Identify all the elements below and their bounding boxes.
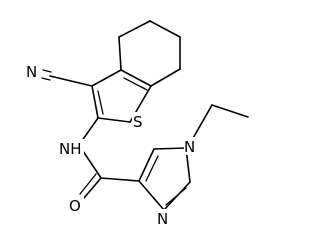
double-bond-line xyxy=(165,187,187,206)
pyrazole-n1-label: N xyxy=(184,138,195,156)
thiophene-s-label: S xyxy=(133,113,143,131)
bond xyxy=(97,117,131,123)
double-bond-line xyxy=(79,173,97,195)
bond xyxy=(153,147,187,150)
bond xyxy=(211,104,249,118)
label-background xyxy=(157,209,171,227)
bond xyxy=(118,36,122,71)
molecule-diagram: N S NH O N N xyxy=(25,20,249,228)
ethyl-group xyxy=(191,104,249,141)
double-bond-line xyxy=(97,90,104,115)
amide-linkage xyxy=(78,117,140,199)
bond xyxy=(138,148,155,182)
bond xyxy=(150,68,181,87)
bond xyxy=(118,20,151,38)
bond xyxy=(91,69,122,87)
double-bond-line xyxy=(145,155,159,182)
label-background xyxy=(25,62,41,80)
label-background xyxy=(58,139,84,157)
label-background xyxy=(132,112,146,130)
label-background xyxy=(184,137,198,155)
bond xyxy=(138,180,165,211)
label-background xyxy=(68,196,84,214)
atom-labels: N S NH O N N xyxy=(25,62,198,228)
amide-nh-label: NH xyxy=(59,140,82,158)
triple-bond-line xyxy=(42,69,52,73)
nitrile-group xyxy=(41,69,93,87)
nitrile-n-label: N xyxy=(26,63,37,81)
structure-canvas: N S NH O N N xyxy=(25,20,249,228)
bond xyxy=(100,177,140,182)
bond xyxy=(91,85,99,119)
bond xyxy=(49,75,93,87)
cyclohexane-ring xyxy=(118,20,181,87)
bond xyxy=(191,104,213,141)
bond xyxy=(120,69,152,87)
pyrazole-ring xyxy=(138,147,191,211)
pyrazole-n2-label: N xyxy=(157,210,168,228)
double-bond-line xyxy=(123,77,148,91)
triple-bond-line xyxy=(41,77,51,81)
bond xyxy=(149,20,181,38)
carbonyl-o-label: O xyxy=(69,197,81,215)
bond xyxy=(83,177,102,199)
